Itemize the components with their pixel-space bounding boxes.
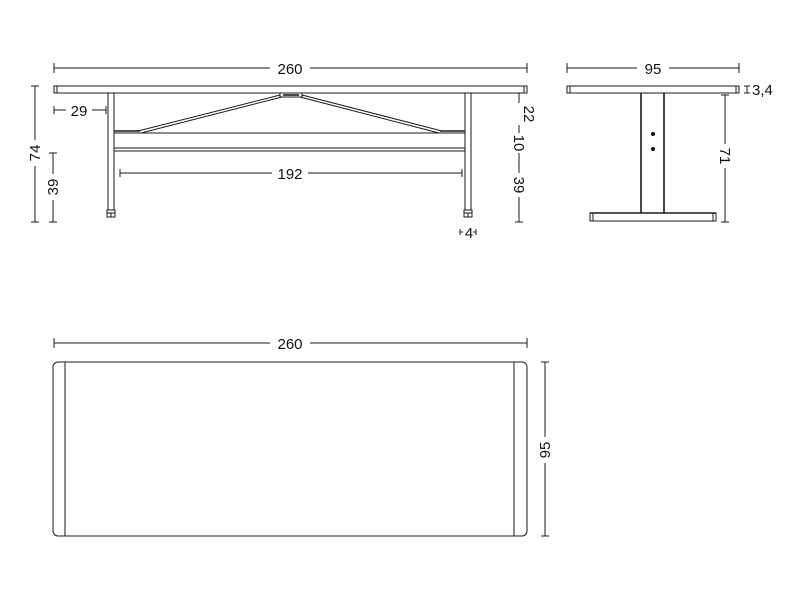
front-length-dimension: 260 <box>53 58 528 78</box>
inner-span-dimension: 192 <box>119 164 463 183</box>
top-depth-label: 95 <box>537 442 554 459</box>
left-crossbar-height-dimension: 39 <box>43 152 63 223</box>
leg-inset-label: 29 <box>71 103 88 120</box>
front-length-label: 260 <box>277 61 302 78</box>
right-stack-bottom-label: 39 <box>510 177 527 194</box>
top-length-label: 260 <box>277 336 302 353</box>
side-depth-label: 95 <box>645 61 662 78</box>
front-height-label: 74 <box>27 145 44 162</box>
top-length-dimension: 260 <box>53 333 528 353</box>
front-height-dimension: 74 <box>25 85 45 223</box>
inner-span-label: 192 <box>277 166 302 183</box>
right-stack-mid-label: 10 <box>510 135 527 152</box>
side-depth-dimension: 95 <box>566 58 740 78</box>
left-leg <box>106 93 116 218</box>
front-view: 260 <box>25 58 537 242</box>
table-top-side <box>566 85 740 94</box>
bolt-dot <box>651 147 655 151</box>
pedestal-base <box>589 212 717 222</box>
foot-width-label: 4 <box>465 225 473 242</box>
side-height-label: 71 <box>716 148 733 165</box>
top-depth-dimension: 95 <box>535 361 555 537</box>
diagonal-braces <box>137 92 443 134</box>
right-stack-top-label: 22 <box>520 106 537 123</box>
bolt-dot <box>651 132 655 136</box>
leg-inset-dimension: 29 <box>53 101 107 120</box>
right-leg <box>463 93 473 218</box>
right-stack-dimension: 22 10 39 <box>509 92 537 223</box>
top-thickness-label: 3,4 <box>752 82 773 99</box>
left-crossbar-height-label: 39 <box>45 179 62 196</box>
center-bracket <box>279 92 303 98</box>
crossbars <box>114 130 465 152</box>
side-view: 95 3,4 71 <box>566 58 773 223</box>
foot-width-dimension: 4 <box>459 225 477 242</box>
table-top-front <box>53 85 528 94</box>
side-height-dimension: 71 <box>715 94 735 223</box>
tabletop-plan <box>52 361 528 537</box>
top-thickness-dimension: 3,4 <box>744 82 773 99</box>
pedestal-leg <box>640 93 665 213</box>
top-view: 260 95 <box>52 333 555 537</box>
